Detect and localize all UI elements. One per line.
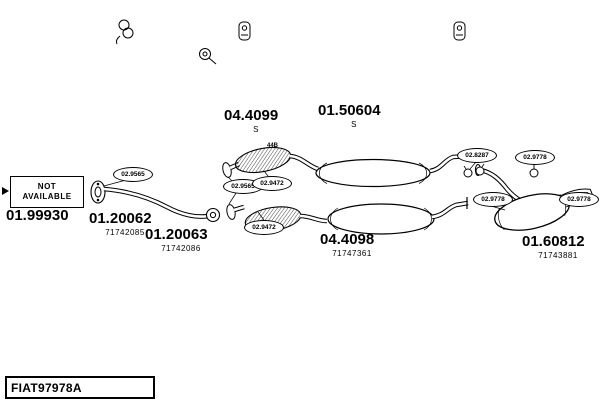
part-label-01-99930[interactable]: 01.99930 bbox=[6, 208, 69, 223]
part-label-01-50604[interactable]: 01.50604 S bbox=[318, 103, 390, 129]
rubber-hanger-icons bbox=[115, 19, 466, 65]
drawing-code: FIAT97978A bbox=[11, 380, 82, 395]
clamp-label-02-9778-a[interactable]: 02.9778 bbox=[515, 150, 555, 165]
clamp-number: 02.9565 bbox=[231, 183, 255, 190]
not-available-box: NOT AVAILABLE bbox=[10, 176, 84, 208]
part-label-04-4099[interactable]: 04.4099 S bbox=[224, 108, 288, 134]
clamp-label-02-9778-b[interactable]: 02.9778 bbox=[473, 192, 513, 207]
rear-silencer-art bbox=[474, 164, 594, 231]
not-available-line1: NOT bbox=[37, 182, 57, 191]
pointer-arrow bbox=[2, 187, 9, 195]
part-subnumber: 71742085 bbox=[105, 228, 145, 237]
annotation-44b: 44B bbox=[267, 143, 279, 149]
upper-assembly-art bbox=[222, 146, 471, 188]
drawing-code-box: FIAT97978A bbox=[5, 376, 155, 399]
clamp-label-02-9565-a[interactable]: 02.9565 bbox=[113, 167, 153, 182]
part-number: 01.99930 bbox=[6, 207, 69, 224]
clamp-number: 02.9472 bbox=[252, 224, 276, 231]
part-label-01-20062[interactable]: 01.20062 71742085 bbox=[89, 211, 161, 237]
clamp-label-02-9472-a[interactable]: 02.9472 bbox=[252, 176, 292, 191]
clamp-label-02-9778-c[interactable]: 02.9778 bbox=[559, 192, 599, 207]
part-number: 04.4099 bbox=[224, 107, 279, 124]
part-subnumber: 71743881 bbox=[538, 251, 578, 260]
part-number: 01.20062 bbox=[89, 210, 152, 227]
clamp-label-02-8287[interactable]: 02.8287 bbox=[457, 148, 497, 163]
clamp-number: 02.9778 bbox=[481, 196, 505, 203]
part-subnumber: 71747361 bbox=[332, 249, 372, 258]
part-number: 01.50604 bbox=[318, 102, 381, 119]
part-label-04-4098[interactable]: 04.4098 71747361 bbox=[320, 232, 384, 258]
clamp-number: 02.9778 bbox=[567, 196, 591, 203]
clamp-number: 02.8287 bbox=[465, 152, 489, 159]
part-subnumber: S bbox=[351, 120, 357, 129]
clamp-number: 02.9778 bbox=[523, 154, 547, 161]
part-number: 04.4098 bbox=[320, 231, 375, 248]
part-subnumber: S bbox=[253, 125, 259, 134]
part-number: 01.60812 bbox=[522, 233, 585, 250]
clamp-number: 02.9472 bbox=[260, 180, 284, 187]
clamp-ring-icons bbox=[463, 163, 539, 178]
part-label-01-20063[interactable]: 01.20063 71742086 bbox=[145, 227, 217, 253]
part-subnumber: 71742086 bbox=[161, 244, 201, 253]
part-label-01-60812[interactable]: 01.60812 71743881 bbox=[522, 234, 594, 260]
clamp-number: 02.9565 bbox=[121, 171, 145, 178]
part-number: 01.20063 bbox=[145, 226, 208, 243]
front-pipe-art bbox=[90, 180, 221, 223]
clamp-label-02-9472-b[interactable]: 02.9472 bbox=[244, 220, 284, 235]
not-available-line2: AVAILABLE bbox=[22, 192, 72, 201]
